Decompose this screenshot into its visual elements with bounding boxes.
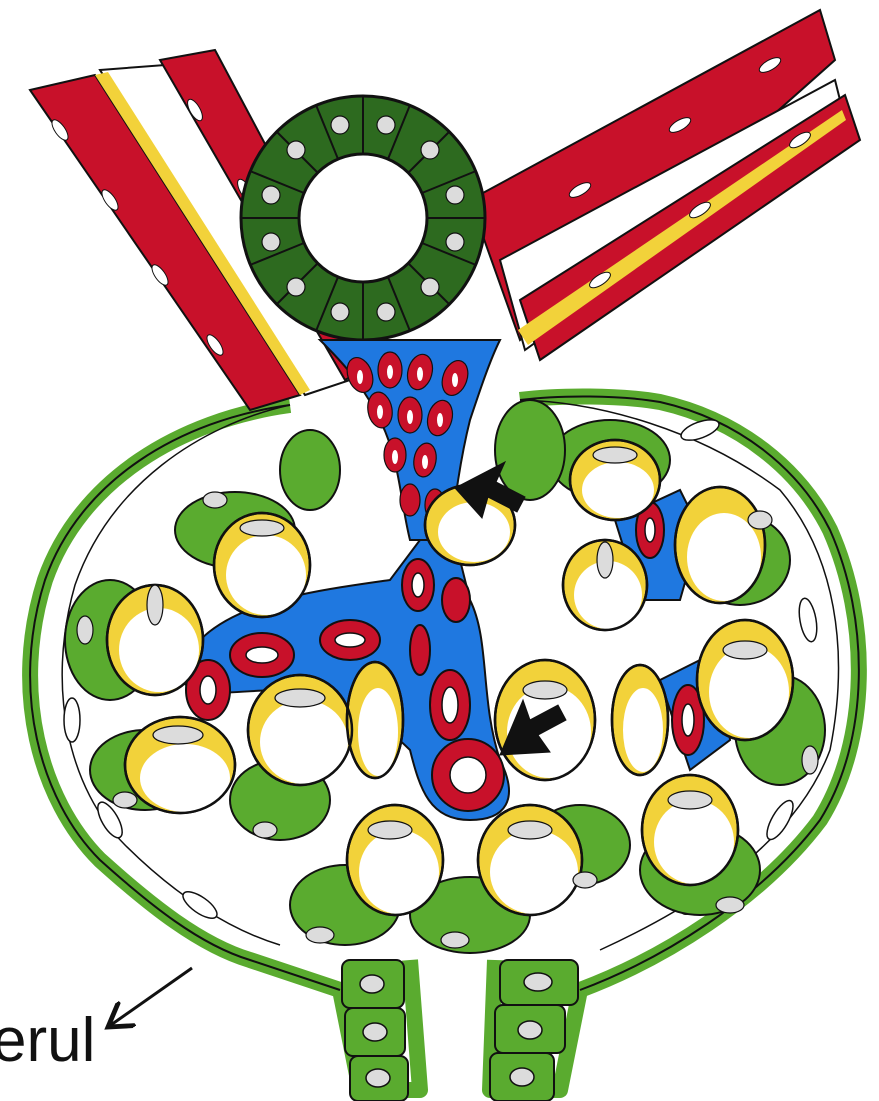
caption-label: erul xyxy=(0,1010,95,1072)
macula-densa-tubule xyxy=(241,96,485,340)
pointer-arrow xyxy=(108,968,192,1027)
